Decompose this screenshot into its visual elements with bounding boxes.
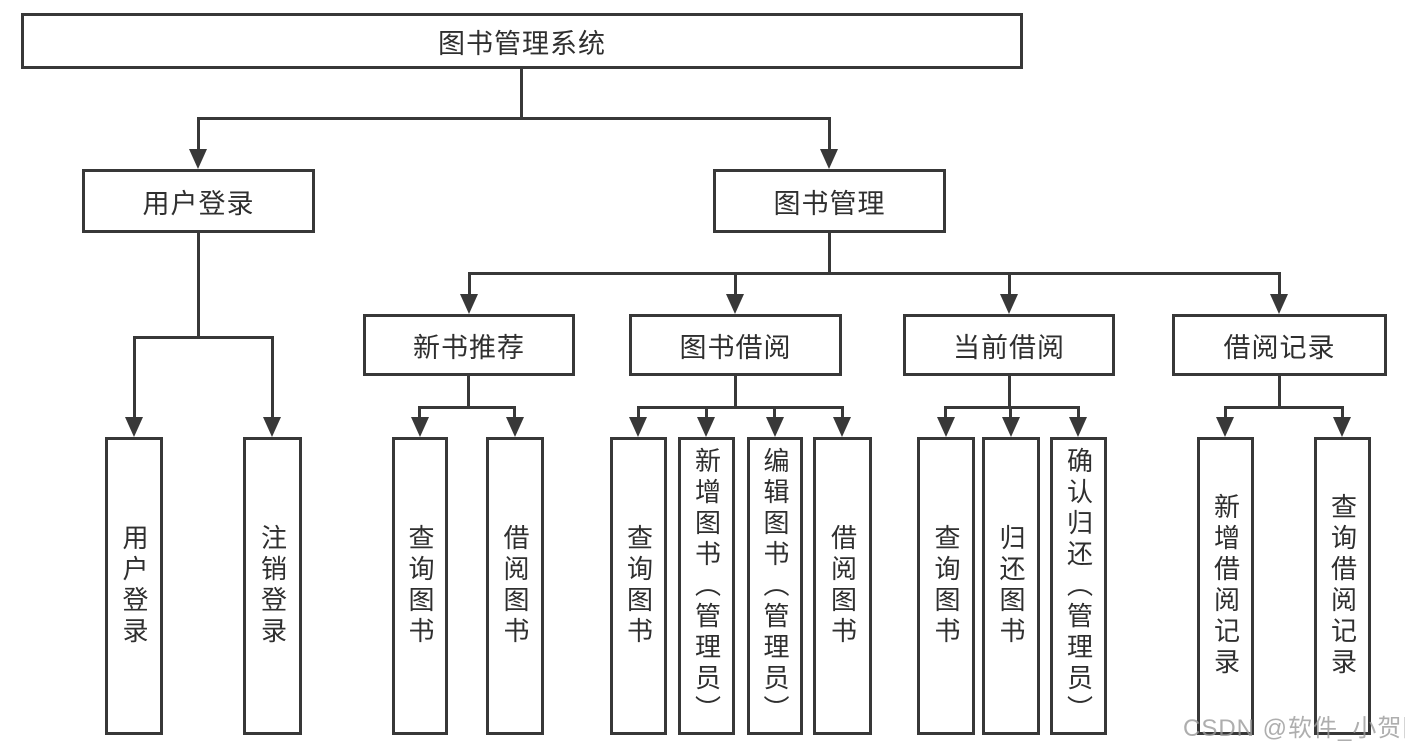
arrow-down-icon <box>766 417 784 437</box>
connector-book-mgmt-stem <box>828 233 831 272</box>
connector-drop-leaf <box>133 336 136 417</box>
arrow-down-icon <box>1270 294 1288 314</box>
leaf-user-login-label: 用户登录 <box>119 524 149 648</box>
leaf-cb-query-book: 查询图书 <box>917 437 975 735</box>
node-book-mgmt: 图书管理 <box>713 169 946 233</box>
connector-current-borrow-stem <box>1008 376 1011 406</box>
connector-borrow-record-stem <box>1278 376 1281 406</box>
leaf-logout: 注销登录 <box>243 437 302 735</box>
arrow-down-icon <box>1333 417 1351 437</box>
leaf-logout-label: 注销登录 <box>257 524 288 648</box>
connector-drop-book-mgmt <box>828 117 831 149</box>
connector-user-login-stem <box>197 233 200 336</box>
arrow-down-icon <box>820 149 838 169</box>
leaf-bb-edit-book-admin: 编辑图书（管理员） <box>747 437 803 735</box>
node-new-book-rec: 新书推荐 <box>363 314 575 376</box>
node-root-label: 图书管理系统 <box>438 28 606 59</box>
arrow-down-icon <box>697 417 715 437</box>
connector-drop-leaf <box>944 406 947 417</box>
connector-current-borrow-rail <box>944 406 1080 409</box>
connector-drop-leaf <box>513 406 516 417</box>
arrow-down-icon <box>1002 417 1020 437</box>
connector-drop-user-login <box>197 117 200 149</box>
leaf-cb-query-book-label: 查询图书 <box>931 524 961 648</box>
node-root: 图书管理系统 <box>21 13 1023 69</box>
connector-drop-leaf <box>773 406 776 417</box>
leaf-nbr-borrow-book-label: 借阅图书 <box>500 524 530 648</box>
arrow-down-icon <box>1216 417 1234 437</box>
arrow-down-icon <box>1000 294 1018 314</box>
csdn-watermark: CSDN @软件_小贺同学 <box>1183 715 1405 742</box>
arrow-down-icon <box>833 417 851 437</box>
arrow-down-icon <box>189 149 207 169</box>
connector-borrow-record-rail <box>1224 406 1344 409</box>
node-new-book-rec-label: 新书推荐 <box>413 332 525 363</box>
node-current-borrow: 当前借阅 <box>903 314 1115 376</box>
node-user-login-label: 用户登录 <box>142 188 255 219</box>
leaf-bb-query-book-label: 查询图书 <box>623 524 654 648</box>
leaf-br-add-record-label: 新增借阅记录 <box>1210 493 1241 679</box>
leaf-bb-borrow-book-label: 借阅图书 <box>827 524 858 648</box>
node-borrow-record-label: 借阅记录 <box>1223 332 1336 363</box>
connector-level1-rail <box>197 117 831 120</box>
leaf-bb-query-book: 查询图书 <box>610 437 667 735</box>
leaf-bb-edit-book-admin-label: 编辑图书（管理员） <box>760 446 790 726</box>
leaf-br-add-record: 新增借阅记录 <box>1197 437 1254 735</box>
node-user-login: 用户登录 <box>82 169 315 233</box>
connector-level3-rail <box>468 272 1281 275</box>
connector-book-borrow-rail <box>637 406 844 409</box>
arrow-down-icon <box>1069 417 1087 437</box>
arrow-down-icon <box>411 417 429 437</box>
leaf-user-login: 用户登录 <box>105 437 163 735</box>
connector-new-book-rec-stem <box>467 376 470 406</box>
arrow-down-icon <box>460 294 478 314</box>
connector-root-stem <box>520 69 523 117</box>
leaf-bb-add-book-admin-label: 新增图书（管理员） <box>691 446 722 726</box>
connector-drop-leaf <box>1077 406 1080 417</box>
arrow-down-icon <box>125 417 143 437</box>
connector-drop-level3 <box>468 272 471 294</box>
connector-new-book-rec-rail <box>418 406 516 409</box>
connector-drop-leaf <box>1224 406 1227 417</box>
connector-book-borrow-stem <box>734 376 737 406</box>
leaf-bb-borrow-book: 借阅图书 <box>813 437 872 735</box>
node-book-mgmt-label: 图书管理 <box>773 188 886 219</box>
arrow-down-icon <box>726 294 744 314</box>
node-borrow-record: 借阅记录 <box>1172 314 1387 376</box>
arrow-down-icon <box>629 417 647 437</box>
node-book-borrow-label: 图书借阅 <box>679 332 792 363</box>
arrow-down-icon <box>506 417 524 437</box>
connector-user-login-rail <box>133 336 274 339</box>
arrow-down-icon <box>937 417 955 437</box>
leaf-nbr-query-book-label: 查询图书 <box>405 524 435 648</box>
connector-drop-leaf <box>705 406 708 417</box>
leaf-nbr-borrow-book: 借阅图书 <box>486 437 544 735</box>
connector-drop-leaf <box>841 406 844 417</box>
connector-drop-leaf <box>637 406 640 417</box>
connector-drop-leaf <box>418 406 421 417</box>
leaf-cb-confirm-return-admin: 确认归还（管理员） <box>1050 437 1107 735</box>
connector-drop-leaf <box>1341 406 1344 417</box>
connector-drop-level3 <box>1278 272 1281 294</box>
node-book-borrow: 图书借阅 <box>629 314 842 376</box>
leaf-br-query-record: 查询借阅记录 <box>1314 437 1371 735</box>
arrow-down-icon <box>263 417 281 437</box>
leaf-nbr-query-book: 查询图书 <box>392 437 448 735</box>
connector-drop-leaf <box>1009 406 1012 417</box>
leaf-br-query-record-label: 查询借阅记录 <box>1327 493 1358 679</box>
leaf-bb-add-book-admin: 新增图书（管理员） <box>678 437 735 735</box>
leaf-cb-confirm-return-admin-label: 确认归还（管理员） <box>1063 446 1094 726</box>
connector-drop-level3 <box>734 272 737 294</box>
leaf-cb-return-book: 归还图书 <box>982 437 1040 735</box>
connector-drop-leaf <box>271 336 274 417</box>
leaf-cb-return-book-label: 归还图书 <box>996 524 1026 648</box>
node-current-borrow-label: 当前借阅 <box>953 332 1065 363</box>
connector-drop-level3 <box>1008 272 1011 294</box>
